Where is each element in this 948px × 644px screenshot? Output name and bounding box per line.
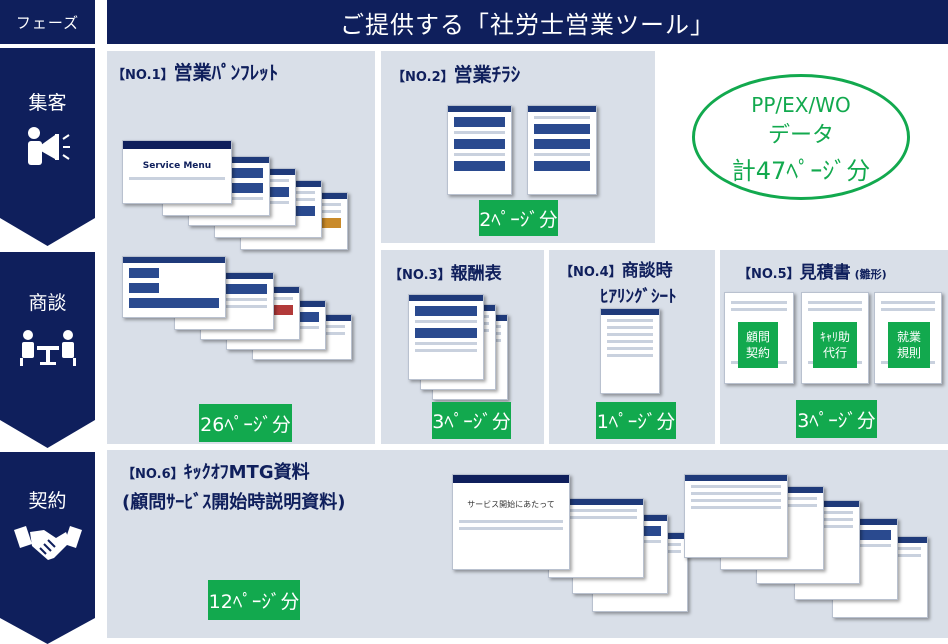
summary-line1: PP/EX/WO: [751, 93, 851, 117]
no3-name: 報酬表: [450, 264, 502, 284]
estimate-label-rules-2: 規則: [896, 346, 921, 360]
no1-name: 営業ﾊﾟﾝﾌﾚｯﾄ: [173, 62, 279, 84]
kickoff-cover: サービス開始にあたって: [452, 474, 570, 570]
no6-name-line2: (顧問ｻｰﾋﾞｽ開始時説明資料): [122, 492, 346, 513]
kickoff-preview-left: サービス開始にあたって: [452, 474, 692, 618]
no4-number: 【NO.4】: [560, 265, 622, 280]
no5-title: 【NO.5】見積書(雛形): [738, 258, 887, 283]
summary-line2: データ: [767, 123, 834, 148]
megaphone-person-icon: [25, 125, 71, 167]
no5-name: 見積書: [799, 263, 851, 283]
no3-page-count: 3ﾍﾟｰｼﾞ分: [432, 402, 511, 439]
flyer-preview-1: [447, 105, 512, 195]
no1-title: 【NO.1】営業ﾊﾟﾝﾌﾚｯﾄ: [112, 58, 278, 85]
no5-sub: (雛形): [854, 268, 887, 281]
summary-line3: 計47ﾍﾟｰｼﾞ分: [731, 157, 871, 185]
estimate-label-advisory-1: 顧問: [745, 329, 770, 344]
no3-number: 【NO.3】: [389, 268, 451, 283]
estimate-label-rules-1: 就業: [896, 329, 921, 344]
no6-name: ｷｯｸｵﾌMTG資料: [183, 462, 310, 483]
pamphlet-cover-title: Service Menu: [142, 161, 212, 171]
estimate-label-career-2: 代行: [822, 346, 847, 360]
estimate-label-career-1: ｷｬﾘ助: [819, 329, 850, 344]
fee-table-preview: [408, 294, 484, 380]
no2-number: 【NO.2】: [392, 70, 454, 85]
no5-page-count: 3ﾍﾟｰｼﾞ分: [796, 400, 877, 438]
kickoff-preview-right: [684, 474, 930, 620]
no6-number: 【NO.6】: [122, 467, 184, 482]
handshake-icon: [14, 522, 82, 566]
estimate-label-career: ｷｬﾘ助代行: [813, 322, 857, 368]
no4-title: 【NO.4】商談時 ﾋｱﾘﾝｸﾞｼｰﾄ: [560, 259, 677, 309]
no3-title: 【NO.3】報酬表: [389, 259, 502, 284]
pamphlet-preview-bottom: [122, 256, 352, 366]
no5-number: 【NO.5】: [738, 267, 800, 282]
phase-column-header: フェーズ: [0, 0, 95, 44]
banner-title: ご提供する「社労士営業ツール」: [107, 0, 948, 44]
meeting-table-icon: [18, 328, 78, 368]
no4-page-count: 1ﾍﾟｰｼﾞ分: [596, 402, 676, 439]
no4-name-line2: ﾋｱﾘﾝｸﾞｼｰﾄ: [600, 287, 677, 307]
no4-name: 商談時: [621, 261, 673, 281]
kickoff-cover-title: サービス開始にあたって: [467, 500, 555, 509]
no2-name: 営業ﾁﾗｼ: [453, 64, 521, 86]
estimate-label-advisory: 顧問契約: [738, 322, 778, 368]
phase-label-negotiation: 商談: [28, 292, 67, 314]
no1-number: 【NO.1】: [112, 68, 174, 83]
estimate-label-rules: 就業規則: [888, 322, 930, 368]
no6-title: 【NO.6】ｷｯｸｵﾌMTG資料 (顧問ｻｰﾋﾞｽ開始時説明資料): [122, 459, 345, 517]
pamphlet-preview-top: Service Menu: [122, 140, 352, 250]
pamphlet-cover: Service Menu: [122, 140, 232, 204]
hearing-sheet-preview: [600, 308, 660, 394]
no2-page-count: 2ﾍﾟｰｼﾞ分: [479, 200, 558, 236]
phase-label-acquisition: 集客: [28, 92, 67, 114]
summary-oval: PP/EX/WO データ 計47ﾍﾟｰｼﾞ分: [692, 74, 910, 200]
no1-page-count: 26ﾍﾟｰｼﾞ分: [199, 404, 292, 442]
phase-label-contract: 契約: [28, 490, 67, 512]
no6-page-count: 12ﾍﾟｰｼﾞ分: [208, 580, 300, 620]
flyer-preview-2: [527, 105, 597, 195]
no2-title: 【NO.2】営業ﾁﾗｼ: [392, 60, 520, 87]
estimate-label-advisory-2: 契約: [745, 346, 770, 360]
